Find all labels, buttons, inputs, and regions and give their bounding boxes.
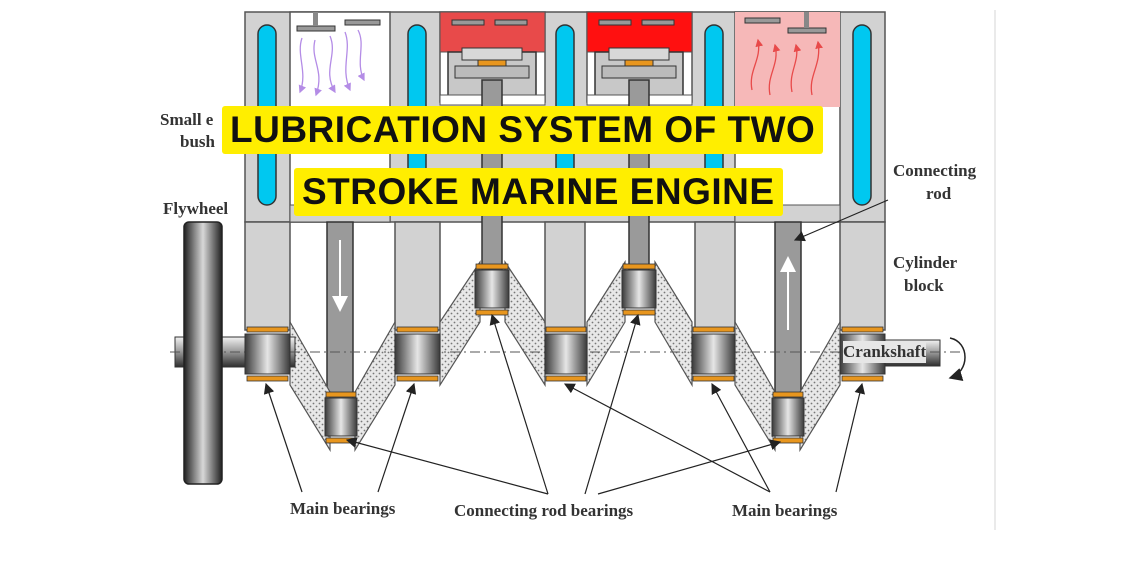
- main-bearings: [246, 326, 884, 382]
- crankshaft-label: Crankshaft: [843, 341, 927, 363]
- small-end-bush-label-line1: Small e: [160, 110, 214, 129]
- leader-lines: [263, 199, 889, 495]
- crank-pins: [324, 269, 805, 437]
- flywheel: [183, 221, 223, 485]
- connecting-rod-label-line1: Connecting: [893, 161, 977, 180]
- main-bearings-label-left: Main bearings: [290, 499, 396, 518]
- cylinder-block-label-line1: Cylinder: [893, 253, 958, 272]
- flywheel-label: Flywheel: [163, 199, 229, 218]
- main-bearings-label-right: Main bearings: [732, 501, 838, 520]
- connecting-rod-bearings: [325, 263, 804, 444]
- cylinder-block-label-line2: block: [904, 276, 944, 295]
- title-line-1: LUBRICATION SYSTEM OF TWO: [222, 106, 824, 154]
- connecting-rod-label-line2: rod: [926, 184, 952, 203]
- small-end-bush-label-line2: bush: [180, 132, 215, 151]
- title-line-2: STROKE MARINE ENGINE: [294, 168, 783, 216]
- connecting-rod-bearings-label: Connecting rod bearings: [454, 501, 634, 520]
- crank-webs: [289, 259, 841, 453]
